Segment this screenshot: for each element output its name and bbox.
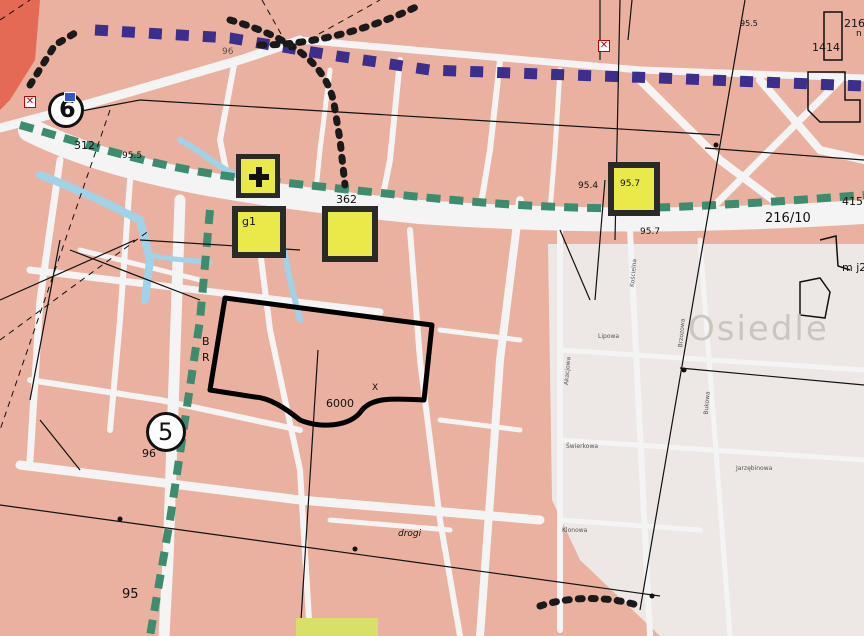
medical-marker[interactable]	[236, 154, 280, 198]
circle-marker-5[interactable]: 5	[146, 412, 186, 452]
marker-95-7-label: 95.7	[620, 179, 641, 189]
target-parcel-outline	[207, 295, 435, 428]
survey-points	[117, 142, 719, 599]
purple-boundary-line	[94, 24, 864, 92]
fragment-drogi: drogi	[398, 529, 422, 539]
medical-cross-icon	[249, 167, 269, 187]
plot-outlines	[799, 11, 861, 319]
spot-height-95-5: 95.5	[122, 151, 143, 161]
fragment-b: B	[202, 335, 210, 348]
plot-mj2-label: m j2	[842, 261, 864, 274]
street-name: Jarzębinowa	[736, 465, 773, 472]
road-216-10-label: 216/10	[765, 211, 811, 226]
circle-5-label: 5	[158, 418, 174, 446]
red-cross-marker-icon[interactable]: ✕	[598, 40, 610, 52]
green-boundary-line	[18, 121, 864, 636]
spot-height-96-lower: 96	[142, 447, 156, 460]
blue-square-marker-icon[interactable]	[64, 92, 76, 102]
street-name: Klonowa	[562, 527, 588, 534]
parcel-6000-label: 6000	[326, 397, 354, 410]
dashed-lines	[0, 0, 381, 431]
spot-height-95: 95	[122, 587, 139, 602]
osiedle-lettering: Osiedle	[688, 309, 829, 349]
red-zone	[0, 0, 40, 110]
red-cross-marker-icon[interactable]: ✕	[24, 96, 36, 108]
marker-g1-label: g1	[242, 215, 256, 228]
marker-362-label: 362	[336, 193, 357, 206]
spot-height-95-7: 95.7	[640, 227, 661, 237]
plot-1414-label: 1414	[812, 41, 840, 54]
marker-362[interactable]	[322, 206, 378, 262]
circle-6-label: 6	[59, 95, 76, 123]
spot-height-95-4: 95.4	[578, 181, 599, 191]
marker-g1[interactable]: g1	[232, 206, 286, 258]
plot-415-label: 415	[842, 195, 863, 208]
plot-216-sub: n	[856, 29, 862, 39]
fragment-r: R	[202, 351, 210, 364]
street-name: Lipowa	[598, 333, 620, 340]
black-dotted-line	[26, 1, 644, 610]
road-312-label: 312	[74, 139, 95, 152]
spot-height-95-5-top: 95.5	[740, 19, 758, 28]
urban-overlay	[548, 244, 864, 636]
spot-height-96-upper: 96	[222, 47, 234, 57]
fragment-x: X	[372, 383, 379, 393]
street-name: Świerkowa	[566, 443, 599, 450]
marker-95-7[interactable]: 95.7	[608, 162, 660, 216]
plot-216-label: 216	[844, 17, 864, 30]
yellow-area	[296, 618, 378, 636]
